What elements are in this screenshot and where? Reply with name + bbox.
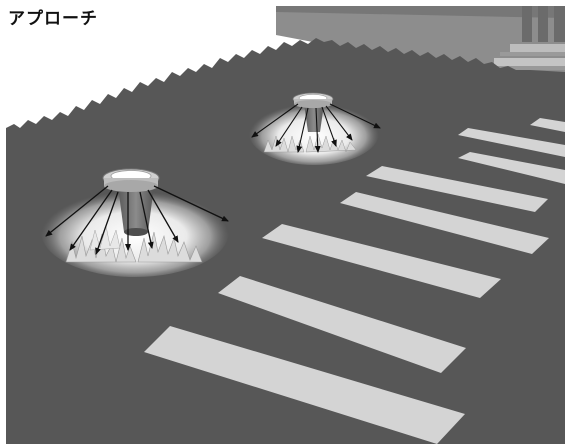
caption-approach: アプローチ — [8, 4, 98, 29]
